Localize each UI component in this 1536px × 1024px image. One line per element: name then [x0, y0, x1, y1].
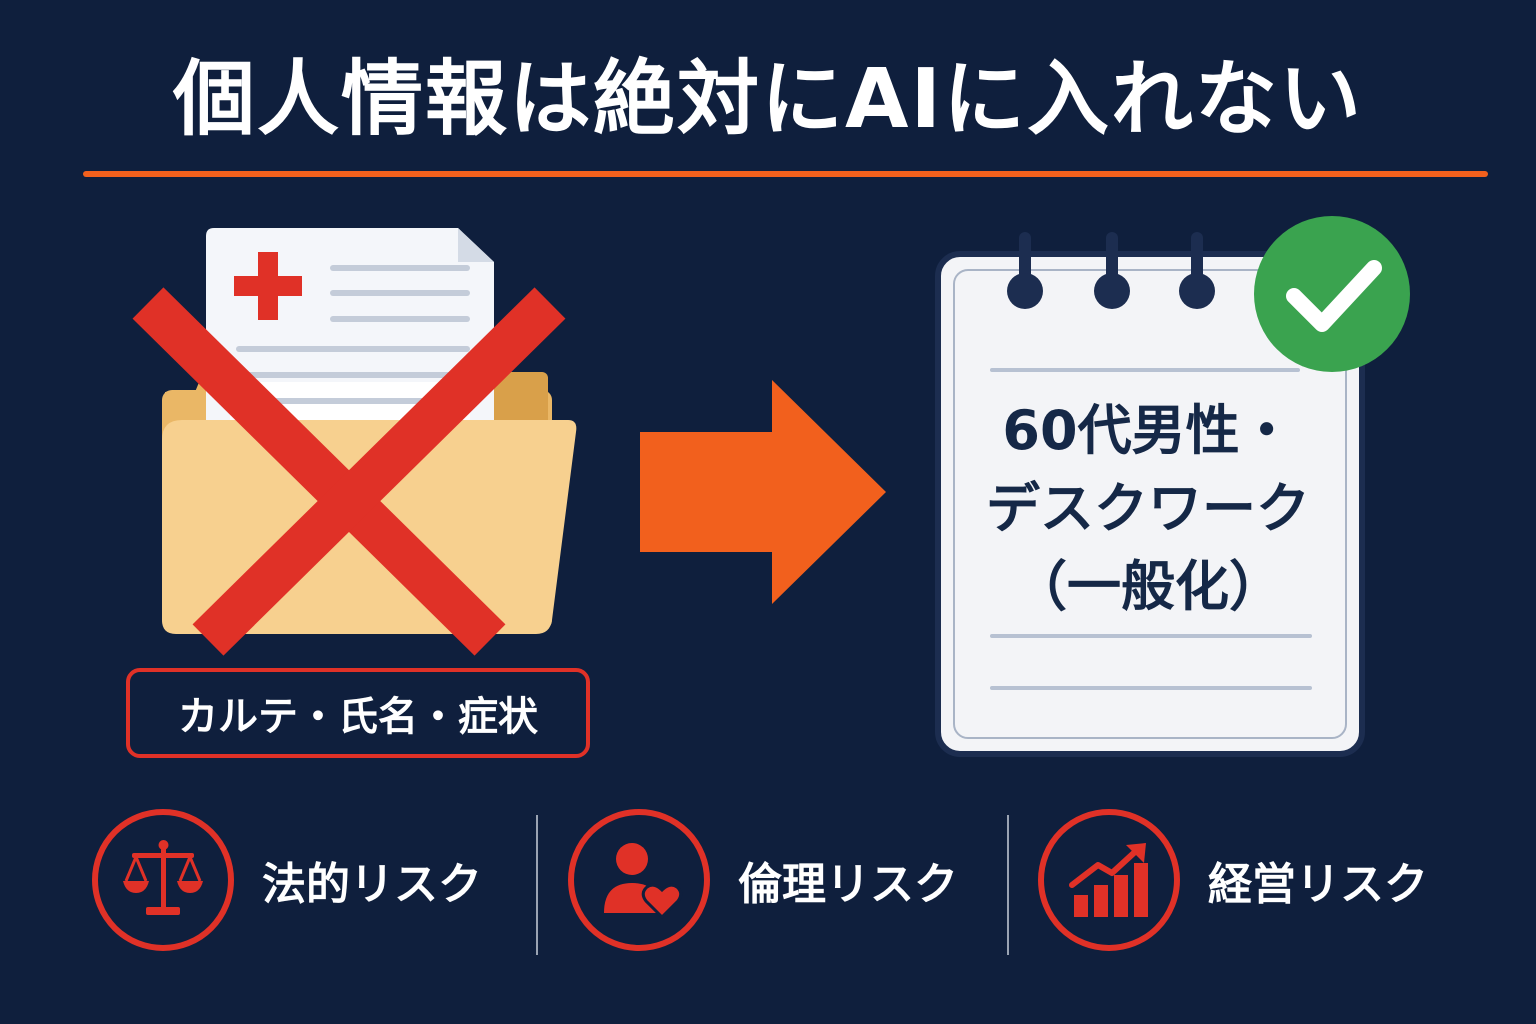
risk-item-ethical: 倫理リスク [568, 805, 958, 955]
risk-circle [568, 809, 710, 951]
risk-circle [92, 809, 234, 951]
notepad-rings [1007, 232, 1215, 309]
risk-label: 倫理リスク [738, 859, 958, 910]
scales-icon [123, 840, 203, 915]
personal-info-label: カルテ・氏名・症状 [126, 668, 590, 758]
risk-item-legal: 法的リスク [92, 805, 482, 955]
divider [536, 815, 538, 955]
prohibited-x-icon [132, 287, 566, 656]
check-icon [1254, 216, 1410, 372]
note-line: デスクワーク [986, 477, 1310, 540]
note-line: 60代男性・ [1002, 399, 1294, 462]
generalized-note-text: 60代男性・ デスクワーク （一般化） [958, 392, 1338, 626]
note-line: （一般化） [1013, 555, 1283, 618]
risk-item-business: 経営リスク [1038, 805, 1428, 955]
risk-label: 経営リスク [1208, 859, 1428, 910]
arrow-right-icon [640, 380, 886, 604]
growth-chart-icon [1069, 843, 1148, 917]
notepad-icon [935, 251, 1365, 757]
person-heart-icon [604, 843, 683, 920]
divider [1007, 815, 1009, 955]
title-underline [83, 171, 1488, 177]
personal-info-label-text: カルテ・氏名・症状 [178, 694, 538, 740]
page-title: 個人情報は絶対にAIに入れない [173, 52, 1363, 147]
risk-label: 法的リスク [262, 859, 482, 910]
risk-circle [1038, 809, 1180, 951]
